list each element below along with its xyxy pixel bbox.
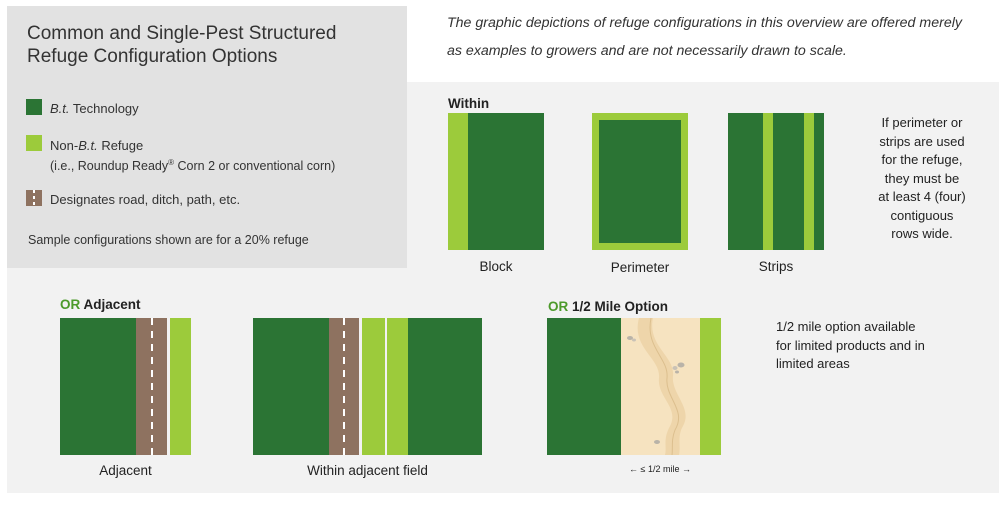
within-adjacent-field-diagram: [253, 318, 482, 455]
terrain-path: [627, 318, 686, 455]
within-note-line: If perimeter or: [881, 115, 963, 130]
or-prefix: OR: [60, 297, 81, 312]
adjacent-caption: Adjacent: [99, 463, 152, 478]
adjacent-gap: [167, 318, 170, 455]
block-refuge: [448, 113, 468, 250]
road-icon: [26, 190, 42, 206]
adjacent-label: OR Adjacent: [60, 297, 141, 312]
non-bt-refuge-swatch: [26, 135, 42, 151]
within-note-line: strips are used: [879, 133, 965, 149]
within-note: If perimeter or strips are used for the …: [866, 114, 978, 244]
block-diagram: [448, 113, 544, 250]
half-mile-note-line: 1/2 mile option available: [776, 319, 916, 334]
disclaimer: The graphic depictions of refuge configu…: [447, 9, 1002, 65]
strip-refuge-2: [804, 113, 814, 250]
bt-technology-label: B.t. Technology: [50, 100, 139, 117]
within-note-line: they must be: [884, 170, 960, 186]
wafield-gap-2: [385, 318, 387, 455]
half-mile-label: OR 1/2 Mile Option: [548, 299, 668, 314]
title-line-2: Refuge Configuration Options: [27, 46, 278, 67]
wafield-bt-right: [408, 318, 482, 455]
perimeter-caption: Perimeter: [610, 260, 670, 275]
non-bt-refuge-label: Non-B.t. Refuge (i.e., Roundup Ready® Co…: [50, 137, 335, 175]
disclaimer-line-2: as examples to growers and are not neces…: [447, 43, 847, 59]
within-note-line: contiguous: [890, 207, 954, 223]
adjacent-diagram: [60, 318, 191, 455]
nonbt-italic: B.t.: [78, 138, 98, 153]
wafield-road: [329, 318, 359, 455]
nonbt-rest: Refuge: [97, 138, 144, 153]
or-prefix: OR: [548, 299, 569, 314]
block-caption: Block: [479, 259, 513, 274]
perimeter-bt: [599, 120, 681, 243]
strips-diagram: [728, 113, 824, 250]
half-mile-label-text: 1/2 Mile Option: [568, 299, 669, 314]
adjacent-road: [136, 318, 167, 455]
strip-refuge-1: [763, 113, 773, 250]
wafield-refuge-1: [362, 318, 385, 455]
road-label: Designates road, ditch, path, etc.: [50, 192, 241, 207]
within-adjacent-caption: Within adjacent field: [307, 463, 428, 478]
block-bt: [468, 113, 544, 250]
within-label: Within: [448, 96, 490, 111]
within-note-line: for the refuge,: [881, 152, 963, 167]
perimeter-diagram: [592, 113, 688, 250]
bt-italic: B.t.: [50, 101, 70, 116]
distance-label: ≤ 1/2 mile: [640, 464, 680, 474]
within-note-line: rows wide.: [891, 226, 953, 241]
registered-mark: ®: [168, 158, 175, 167]
half-mile-diagram: [547, 318, 721, 455]
adjacent-refuge: [170, 318, 191, 455]
adjacent-bt: [60, 318, 136, 455]
strips-caption: Strips: [758, 259, 794, 274]
half-mile-note: 1/2 mile option available for limited pr…: [776, 318, 976, 374]
nonbt-prefix: Non-: [50, 138, 79, 153]
half-mile-refuge: [700, 318, 721, 455]
title-line-1: Common and Single-Pest Structured: [27, 23, 337, 44]
within-note-line: at least 4 (four): [878, 189, 966, 204]
adjacent-label-text: Adjacent: [80, 297, 141, 312]
bt-rest: Technology: [69, 101, 139, 116]
wafield-refuge-2: [387, 318, 408, 455]
arrow-left-icon: ←: [629, 464, 638, 474]
nonbt-sub-post: Corn 2 or conventional corn): [174, 159, 336, 174]
legend-panel: [7, 6, 407, 268]
nonbt-sub-pre: (i.e., Roundup Ready: [50, 159, 169, 174]
wafield-bt-left: [253, 318, 329, 455]
half-mile-land: [621, 318, 700, 455]
distance-indicator: ← ≤ 1/2 mile →: [619, 462, 701, 476]
half-mile-bt: [547, 318, 621, 455]
arrow-right-icon: →: [681, 464, 691, 474]
bt-technology-swatch: [26, 99, 42, 115]
half-mile-note-line: limited areas: [776, 356, 850, 371]
refuge-note: Sample configurations shown are for a 20…: [28, 233, 309, 247]
disclaimer-line-1: The graphic depictions of refuge configu…: [447, 15, 962, 31]
half-mile-note-line: for limited products and in: [776, 337, 925, 353]
wafield-gap: [359, 318, 362, 455]
page-title: Common and Single-Pest Structured Refuge…: [27, 22, 397, 68]
